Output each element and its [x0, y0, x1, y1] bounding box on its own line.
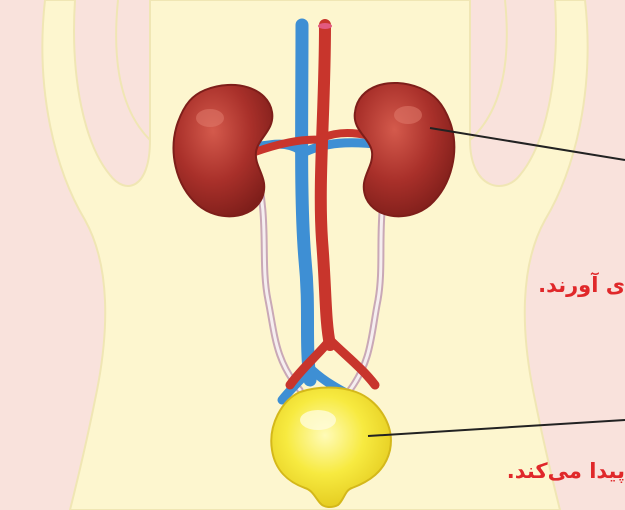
kidney-caption: ی آورند.: [538, 272, 625, 298]
left-kidney-highlight: [196, 109, 224, 127]
right-kidney-highlight: [394, 106, 422, 124]
bladder-caption: پیدا می‌کند.: [507, 458, 625, 484]
bladder-highlight: [300, 410, 336, 430]
aorta-top: [318, 23, 332, 29]
